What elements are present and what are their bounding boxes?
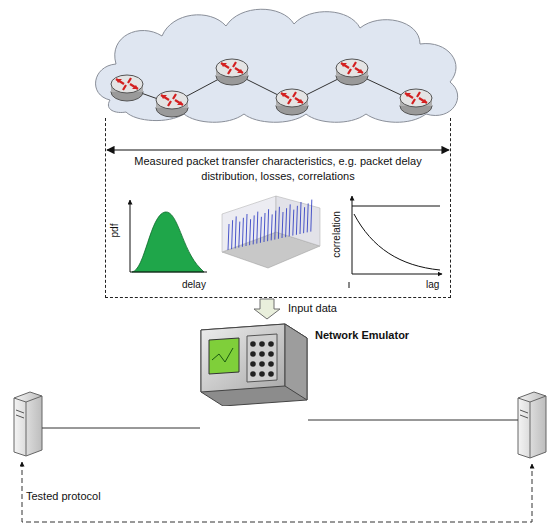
network-cloud: [96, 9, 458, 122]
box-caption: Measured packet transfer characteristics…: [128, 154, 428, 184]
link-line: [42, 428, 200, 429]
span-arrow: [107, 149, 449, 150]
link-line: [308, 420, 518, 421]
axis-label: pdf: [108, 224, 121, 238]
measurement-box: Measured packet transfer characteristics…: [105, 118, 451, 298]
routers: [111, 59, 432, 117]
correlation-chart: [349, 196, 442, 288]
emulator-device: Network Emulator: [195, 320, 311, 406]
surface-plot: [222, 196, 320, 268]
edge-label: Input data: [288, 302, 337, 315]
device-name: Network Emulator: [315, 328, 409, 343]
block-arrow: [254, 299, 280, 319]
axis-label: lag: [426, 278, 439, 291]
server-left: [14, 392, 42, 456]
axis-label: delay: [182, 278, 206, 291]
protocol-label: Tested protocol: [26, 490, 101, 503]
protocol-path: [22, 462, 532, 522]
axis-label: correlation: [330, 211, 343, 258]
server-right: [518, 392, 546, 458]
emulator-illustration: [195, 320, 311, 406]
pdf-chart: [130, 200, 207, 272]
